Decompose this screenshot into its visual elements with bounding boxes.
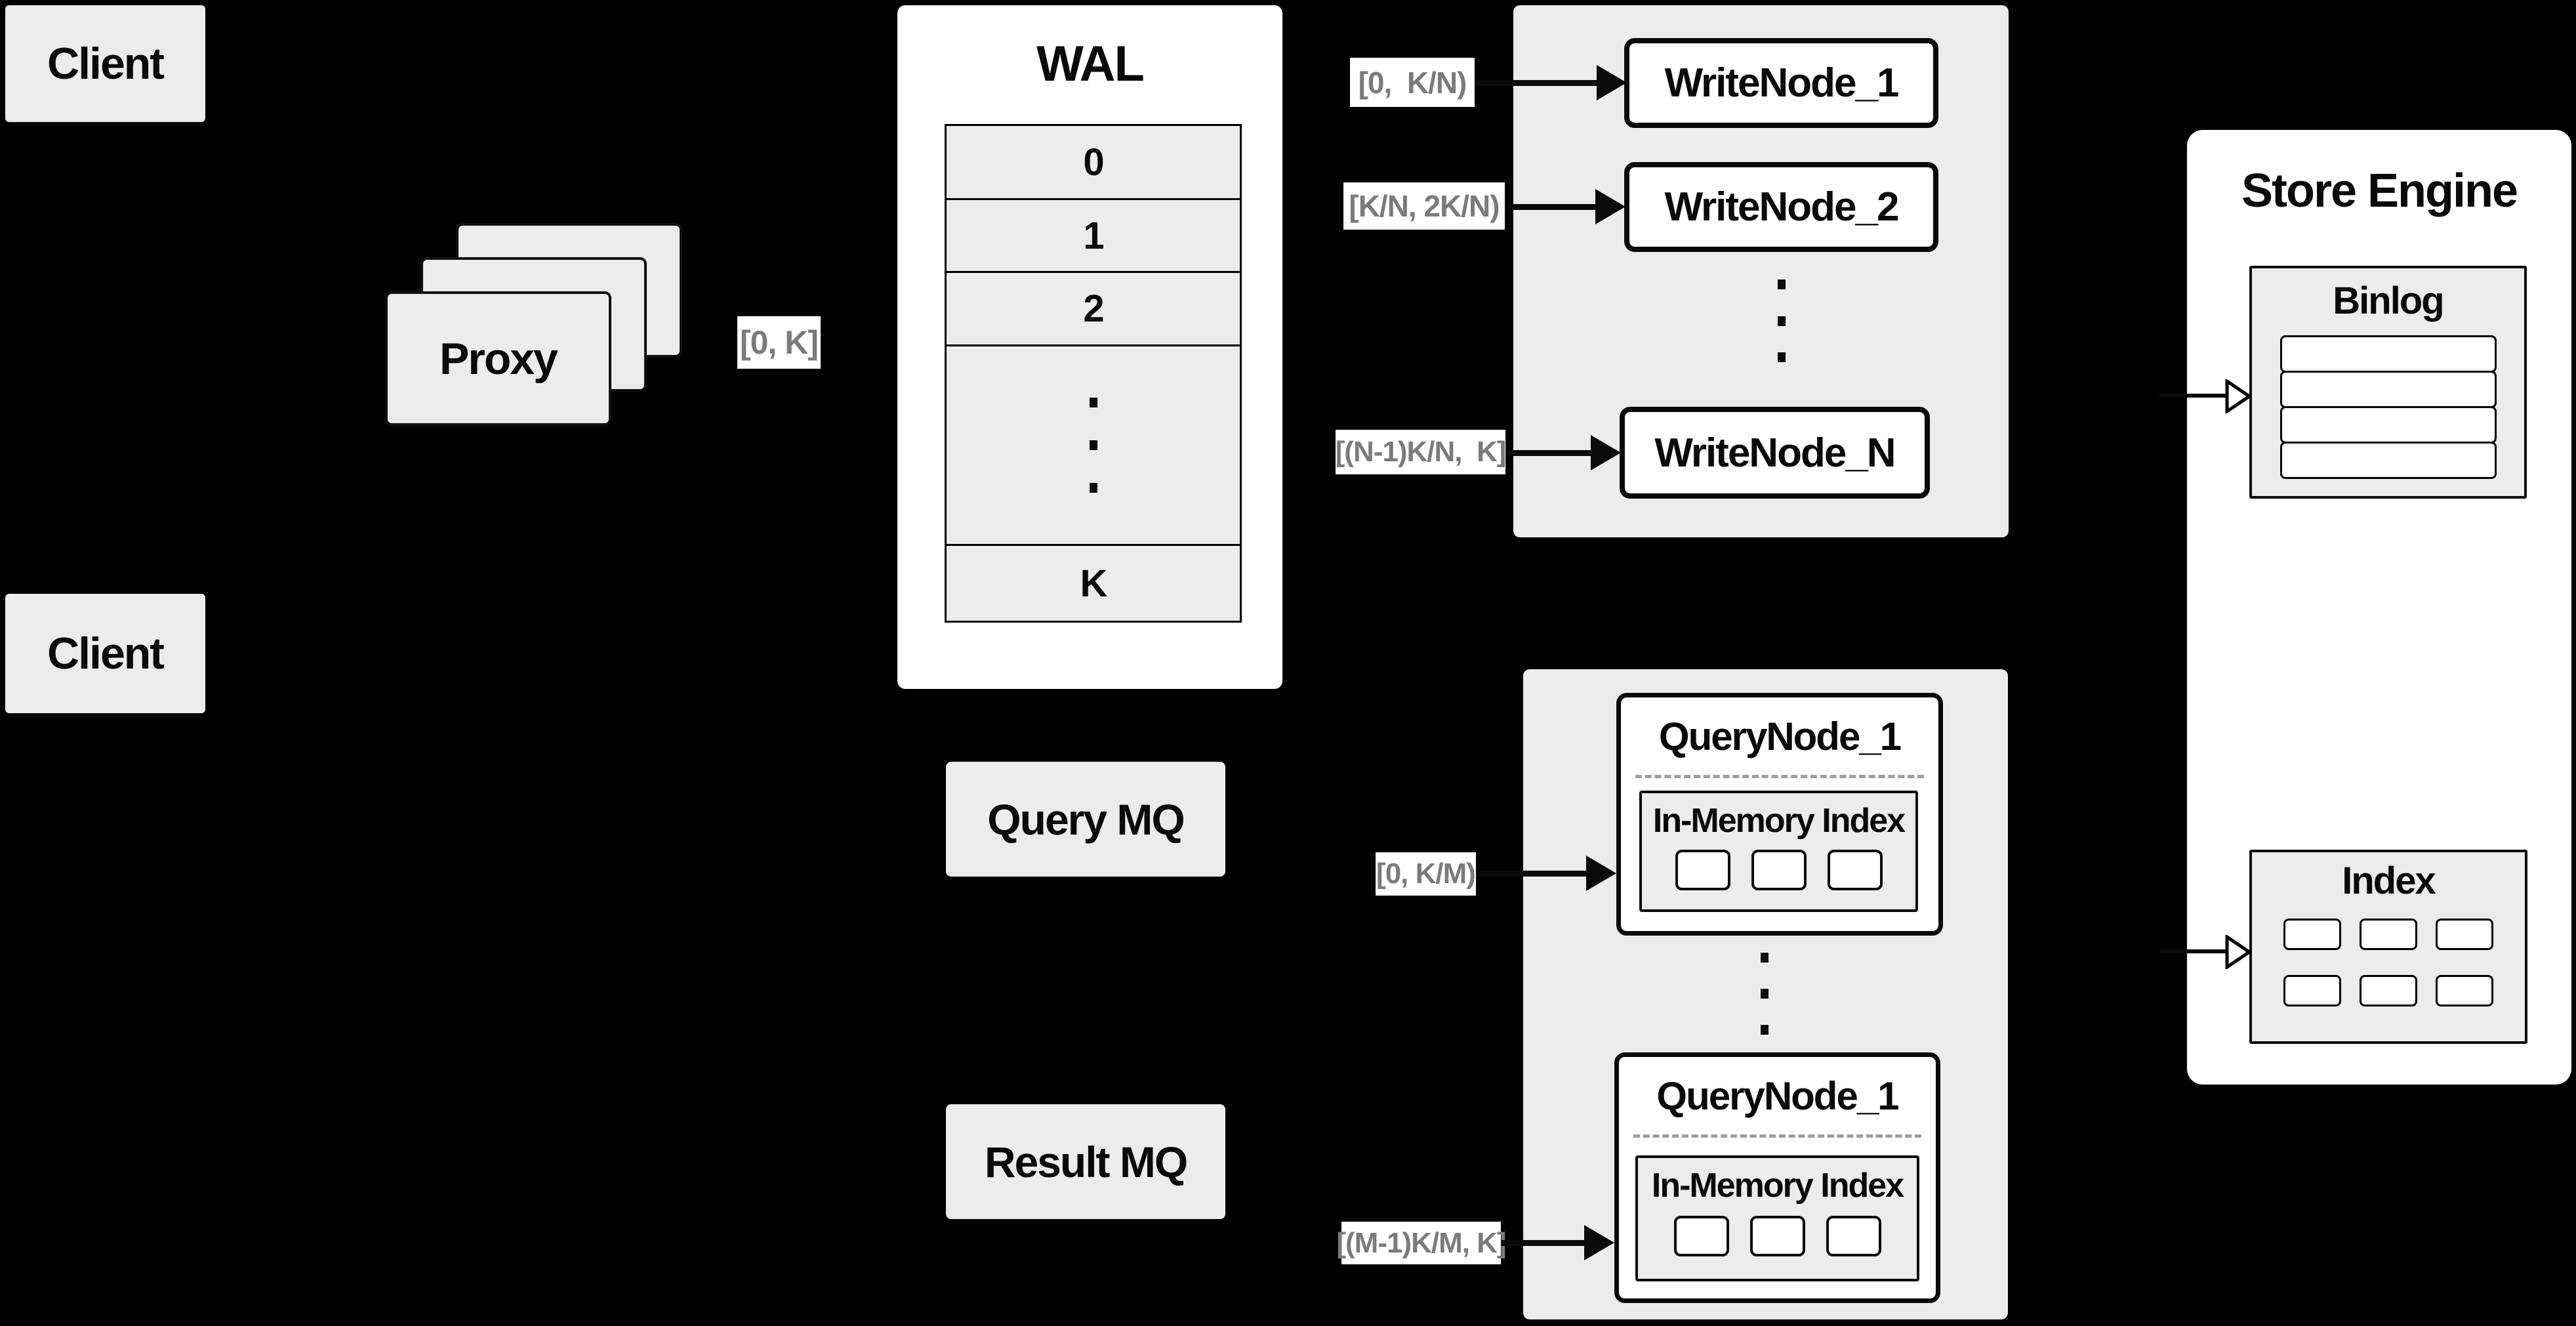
- ellipsis-dot: [1089, 398, 1097, 407]
- result-mq-label: Result MQ: [984, 1137, 1188, 1186]
- wal-row: K: [945, 544, 1242, 623]
- result-mq-box: Result MQ: [946, 1104, 1225, 1219]
- binlog-title: Binlog: [2333, 280, 2444, 322]
- arrow-line: [1505, 204, 1597, 210]
- query-node-m: QueryNode_1 In-Memory Index: [1614, 1052, 1940, 1303]
- wal-row: 2: [945, 271, 1242, 346]
- index-cell: [2436, 975, 2493, 1006]
- ellipsis-dot: [1778, 280, 1786, 289]
- ellipsis-dot: [1778, 352, 1786, 362]
- index-cell: [2360, 919, 2417, 950]
- range-chip-query-1: [0, K/M): [1376, 852, 1476, 896]
- arrow-line: [1476, 80, 1598, 86]
- query-node-label: QueryNode_1: [1656, 1073, 1899, 1118]
- memory-segment: [1673, 1216, 1729, 1256]
- in-memory-index-box: In-Memory Index: [1635, 1155, 1919, 1281]
- arrow-line: [1476, 871, 1586, 877]
- wal-row: 0: [945, 124, 1242, 200]
- index-box: Index: [2249, 850, 2527, 1044]
- dashed-divider: [1633, 1134, 1921, 1138]
- client-label: Client: [47, 629, 165, 678]
- query-node-title-row: QueryNode_1: [1619, 1057, 1936, 1134]
- ellipsis-dot: [1089, 440, 1097, 450]
- ellipsis-dot: [1761, 1025, 1768, 1035]
- arrow-line: [2159, 949, 2226, 953]
- arrow-right-icon: [1584, 1225, 1614, 1260]
- ellipsis-dot: [1089, 483, 1097, 493]
- query-node-label: QueryNode_1: [1658, 714, 1902, 758]
- memory-segment: [1675, 850, 1730, 890]
- arrow-line: [1501, 1240, 1584, 1246]
- wal-row: 1: [945, 198, 1242, 273]
- index-title: Index: [2342, 860, 2436, 902]
- write-node-1: WriteNode_1: [1624, 38, 1938, 128]
- arrow-right-icon: [1595, 189, 1625, 224]
- segment-row: [1675, 850, 1883, 890]
- client-label: Client: [47, 39, 165, 89]
- binlog-row: [2280, 406, 2497, 444]
- in-memory-index-label: In-Memory Index: [1652, 802, 1906, 840]
- store-engine-title: Store Engine: [2241, 165, 2518, 217]
- hollow-arrow-right-icon: [2225, 379, 2251, 413]
- index-cell: [2436, 919, 2493, 950]
- query-node-1: QueryNode_1 In-Memory Index: [1616, 693, 1943, 936]
- write-node-2: WriteNode_2: [1624, 162, 1938, 252]
- range-chip-write-1: [0, K/N): [1350, 58, 1475, 107]
- write-node-n: WriteNode_N: [1620, 407, 1930, 499]
- query-node-title-row: QueryNode_1: [1621, 697, 1938, 775]
- memory-segment: [1826, 1216, 1881, 1256]
- index-row: [2283, 975, 2493, 1006]
- write-node-label: WriteNode_1: [1664, 60, 1900, 106]
- memory-segment: [1827, 850, 1883, 890]
- memory-segment: [1749, 1216, 1805, 1256]
- binlog-box: Binlog: [2249, 266, 2527, 499]
- client-box-bottom: Client: [5, 594, 205, 713]
- client-box-top: Client: [5, 5, 205, 122]
- in-memory-index-box: In-Memory Index: [1639, 791, 1918, 912]
- in-memory-index-label: In-Memory Index: [1651, 1167, 1904, 1205]
- write-node-label: WriteNode_2: [1664, 184, 1900, 230]
- wal-panel: WAL 0 1 2 K: [897, 5, 1282, 689]
- index-cell: [2283, 919, 2341, 950]
- query-mq-label: Query MQ: [987, 795, 1185, 844]
- proxy-label: Proxy: [440, 333, 558, 384]
- binlog-row: [2280, 442, 2497, 479]
- wal-table: 0 1 2 K: [945, 124, 1242, 623]
- binlog-row: [2280, 335, 2497, 373]
- memory-segment: [1751, 850, 1807, 890]
- range-chip-write-2: [K/N, 2K/N): [1343, 182, 1505, 230]
- range-chip-proxy: [0, K]: [737, 316, 821, 369]
- index-cell: [2283, 975, 2341, 1006]
- binlog-rows: [2280, 335, 2497, 479]
- ellipsis-dot: [1761, 953, 1768, 963]
- ellipsis-dot: [1761, 989, 1768, 999]
- wal-title: WAL: [1036, 36, 1145, 92]
- index-cell: [2360, 975, 2417, 1006]
- proxy-card-front: Proxy: [385, 291, 611, 426]
- arrow-line: [2159, 394, 2226, 398]
- arrow-right-icon: [1591, 435, 1621, 470]
- index-row: [2283, 919, 2493, 950]
- arrow-line: [1505, 450, 1592, 456]
- segment-row: [1673, 1216, 1881, 1256]
- ellipsis-dot: [1778, 316, 1786, 326]
- range-chip-write-n: [(N-1)K/N, K]: [1336, 430, 1506, 474]
- arrow-right-icon: [1586, 856, 1616, 891]
- range-chip-query-m: [(M-1)K/M, K]: [1336, 1222, 1507, 1264]
- binlog-row: [2280, 371, 2497, 408]
- wal-ellipsis-row: [945, 344, 1242, 546]
- write-node-label: WriteNode_N: [1654, 430, 1896, 476]
- hollow-arrow-right-icon: [2225, 935, 2251, 969]
- dashed-divider: [1635, 775, 1924, 778]
- query-mq-box: Query MQ: [946, 762, 1225, 877]
- arrow-right-icon: [1597, 65, 1627, 100]
